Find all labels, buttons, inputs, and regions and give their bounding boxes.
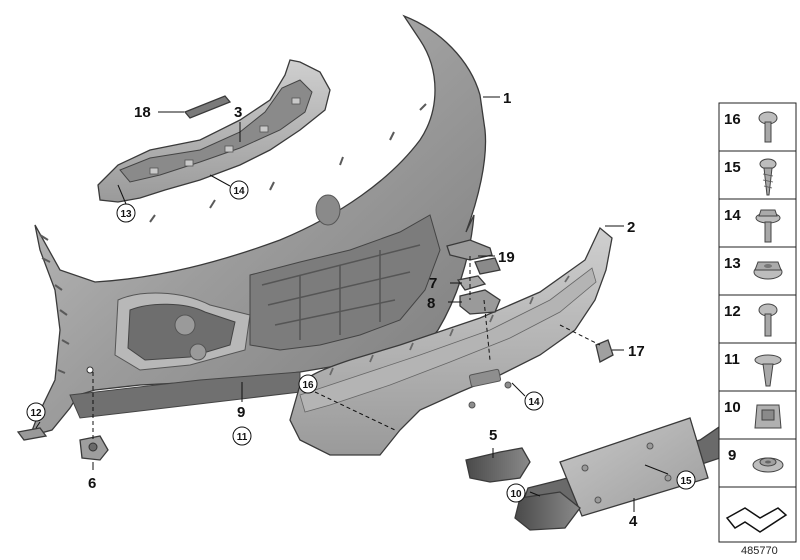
callout-11: 11	[232, 426, 252, 446]
small-bracket-5	[465, 447, 531, 483]
round-head-screw-icon	[758, 303, 778, 337]
bracket-part-7	[456, 275, 487, 291]
callout-15: 15	[676, 470, 696, 490]
legend-row: 11	[718, 342, 797, 392]
svg-text:15: 15	[680, 476, 692, 487]
svg-text:16: 16	[724, 111, 741, 128]
svg-text:16: 16	[302, 380, 314, 391]
bumper-bracket	[97, 59, 331, 203]
step-arrow-icon	[725, 507, 788, 533]
clip-part-6	[79, 435, 109, 461]
callout-12: 12	[26, 402, 46, 422]
callout-2: 2	[627, 219, 635, 236]
svg-text:15: 15	[724, 159, 741, 176]
legend-row: 13	[718, 246, 797, 296]
legend-row: 10	[718, 390, 797, 440]
trim-strip	[183, 95, 232, 119]
callout-6: 6	[88, 475, 96, 492]
callout-3: 3	[234, 104, 242, 121]
legend-footer	[718, 486, 797, 543]
callout-7: 7	[429, 275, 437, 292]
expanding-rivet-icon	[754, 354, 782, 387]
callout-18: 18	[134, 104, 151, 121]
legend-row: 9	[718, 438, 797, 488]
svg-text:12: 12	[724, 303, 741, 320]
svg-text:10: 10	[724, 399, 741, 416]
svg-text:11: 11	[237, 432, 248, 443]
bracket-part-8	[459, 289, 501, 315]
legend-row: 14	[718, 198, 797, 248]
svg-text:11: 11	[724, 351, 740, 368]
callout-9: 9	[237, 404, 245, 421]
callout-8: 8	[427, 295, 435, 312]
tapping-screw-icon	[759, 158, 777, 196]
callout-17: 17	[628, 343, 645, 360]
callout-14-lower: 14	[524, 391, 544, 411]
bracket-part-19	[446, 239, 493, 261]
hex-nut-icon	[753, 261, 783, 280]
callout-4: 4	[629, 513, 638, 530]
svg-text:12: 12	[30, 408, 42, 419]
callout-13: 13	[116, 203, 136, 223]
clip-nut-icon	[754, 404, 782, 429]
svg-text:14: 14	[528, 397, 540, 408]
leader-lines	[35, 96, 669, 512]
svg-text:9: 9	[728, 447, 736, 464]
svg-text:14: 14	[724, 207, 741, 224]
legend-row: 12	[718, 294, 797, 344]
legend-row: 15	[718, 150, 797, 200]
round-head-screw-icon	[758, 111, 778, 143]
callout-5: 5	[489, 427, 497, 444]
license-plate-holder	[514, 417, 736, 531]
document-number: 485770	[741, 545, 778, 557]
mount-part-17	[595, 339, 614, 363]
fastener-legend: 16 15 14 13	[718, 102, 797, 543]
screw-part-12	[16, 427, 48, 441]
hex-flange-screw-icon	[755, 209, 781, 243]
svg-text:13: 13	[724, 255, 741, 272]
svg-text:10: 10	[510, 489, 522, 500]
svg-text:13: 13	[120, 209, 132, 220]
washer-nut-icon	[752, 457, 784, 473]
callout-16: 16	[298, 374, 318, 394]
callout-19: 19	[498, 249, 515, 266]
bracket-part-19b	[474, 257, 501, 275]
callout-14-upper: 14	[229, 180, 249, 200]
callout-1: 1	[503, 90, 511, 107]
legend-row: 16	[718, 102, 797, 152]
svg-text:14: 14	[233, 186, 245, 197]
callout-10: 10	[506, 483, 526, 503]
callouts: 1 2 3 4 5 6 7 8 9 10 11 12 13 14 1	[26, 90, 696, 530]
